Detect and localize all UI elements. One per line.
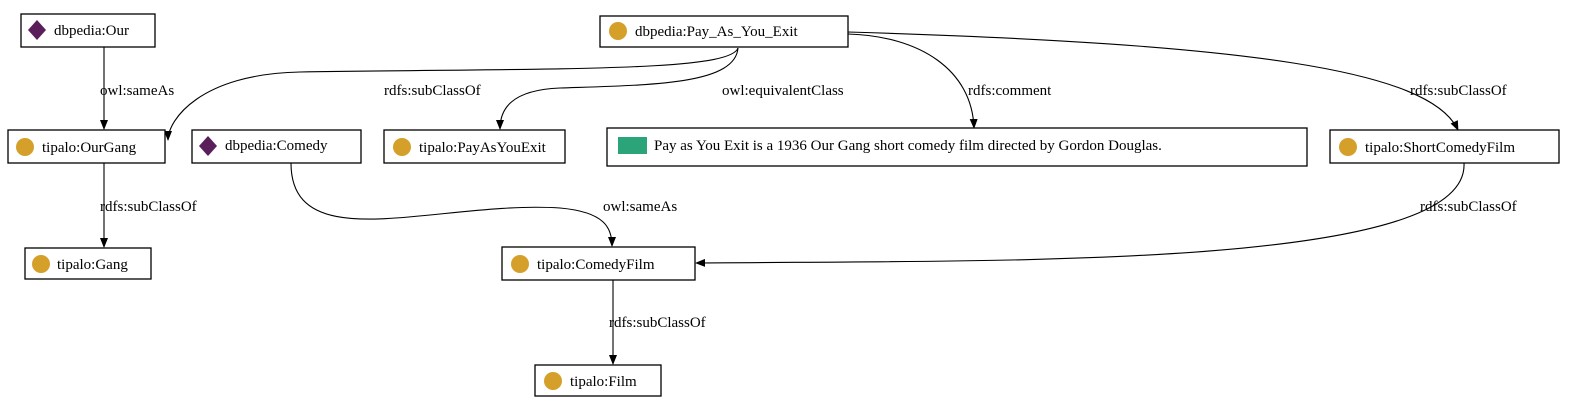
edge-label: rdfs:comment [968, 83, 1052, 99]
edge-label: owl:sameAs [100, 83, 174, 99]
edge-label: rdfs:subClassOf [609, 315, 706, 331]
node-box [383, 129, 566, 164]
node-label: tipalo:OurGang [42, 140, 137, 156]
diamond-icon [199, 136, 217, 156]
node-box [1329, 129, 1560, 164]
node-tipalo-payasyouexit[interactable]: tipalo:PayAsYouExit [383, 129, 566, 164]
node-dbpedia-our[interactable]: dbpedia:Our [20, 13, 156, 48]
edge-label: owl:sameAs [603, 199, 677, 215]
edge-line [290, 162, 616, 247]
edge-payasyouexit-subclassof-ourgang: rdfs:subClassOf [164, 47, 739, 141]
edge-line [496, 47, 739, 130]
node-dbpedia-pay-as-you-exit[interactable]: dbpedia:Pay_As_You_Exit [599, 15, 849, 48]
edge-line [847, 31, 1459, 131]
node-tipalo-gang[interactable]: tipalo:Gang [24, 247, 152, 280]
edge-line [164, 47, 739, 141]
edge-payasyouexit-comment-literal: rdfs:comment [847, 33, 1052, 129]
node-label: dbpedia:Comedy [225, 138, 328, 154]
edge-ourgang-subclassof-gang: rdfs:subClassOf [100, 163, 197, 248]
edge-comedy-sameas-comedyfilm: owl:sameAs [290, 162, 677, 247]
node-label: dbpedia:Pay_As_You_Exit [635, 24, 798, 40]
edge-payasyouexit-equivalentclass-tipalo-payasyouexit: owl:equivalentClass [496, 47, 844, 130]
edge-label: owl:equivalentClass [722, 83, 844, 99]
node-box [501, 246, 696, 281]
edge-line [847, 33, 978, 129]
edge-line [695, 162, 1465, 267]
circle-icon [511, 255, 529, 273]
edge-shortcomedyfilm-subclassof-comedyfilm: rdfs:subClassOf [695, 162, 1517, 267]
node-label: tipalo:PayAsYouExit [419, 140, 547, 156]
node-label: dbpedia:Our [54, 23, 129, 39]
node-label: tipalo:ShortComedyFilm [1365, 140, 1515, 156]
circle-icon [393, 138, 411, 156]
nodes: dbpedia:Our dbpedia:Pay_As_You_Exit tipa… [7, 13, 1560, 397]
node-tipalo-ourgang[interactable]: tipalo:OurGang [7, 129, 166, 164]
edge-label: rdfs:subClassOf [1410, 83, 1507, 99]
node-box [7, 129, 166, 164]
circle-icon [32, 255, 50, 273]
node-dbpedia-comedy[interactable]: dbpedia:Comedy [191, 129, 362, 164]
literal-icon [618, 137, 647, 154]
node-label: tipalo:Film [570, 374, 637, 390]
node-label: tipalo:ComedyFilm [537, 257, 655, 273]
circle-icon [16, 138, 34, 156]
node-tipalo-film[interactable]: tipalo:Film [534, 364, 662, 397]
edge-label: rdfs:subClassOf [1420, 199, 1517, 215]
circle-icon [1339, 138, 1357, 156]
node-label: tipalo:Gang [57, 257, 128, 273]
node-box [606, 127, 1308, 167]
node-box [599, 15, 849, 48]
edge-comedyfilm-subclassof-film: rdfs:subClassOf [609, 280, 706, 365]
edge-our-sameas-ourgang: owl:sameAs [100, 47, 174, 130]
node-tipalo-comedyfilm[interactable]: tipalo:ComedyFilm [501, 246, 696, 281]
node-box [191, 129, 362, 164]
node-tipalo-shortcomedyfilm[interactable]: tipalo:ShortComedyFilm [1329, 129, 1560, 164]
circle-icon [609, 22, 627, 40]
edge-label: rdfs:subClassOf [100, 199, 197, 215]
circle-icon [544, 372, 562, 390]
node-comment-literal[interactable]: Pay as You Exit is a 1936 Our Gang short… [606, 127, 1308, 167]
edge-payasyouexit-subclassof-shortcomedyfilm: rdfs:subClassOf [847, 31, 1507, 131]
diamond-icon [28, 20, 46, 40]
edges: owl:sameAs rdfs:subClassOf owl:equivalen… [100, 31, 1517, 365]
edge-label: rdfs:subClassOf [384, 83, 481, 99]
node-label: Pay as You Exit is a 1936 Our Gang short… [654, 138, 1162, 154]
